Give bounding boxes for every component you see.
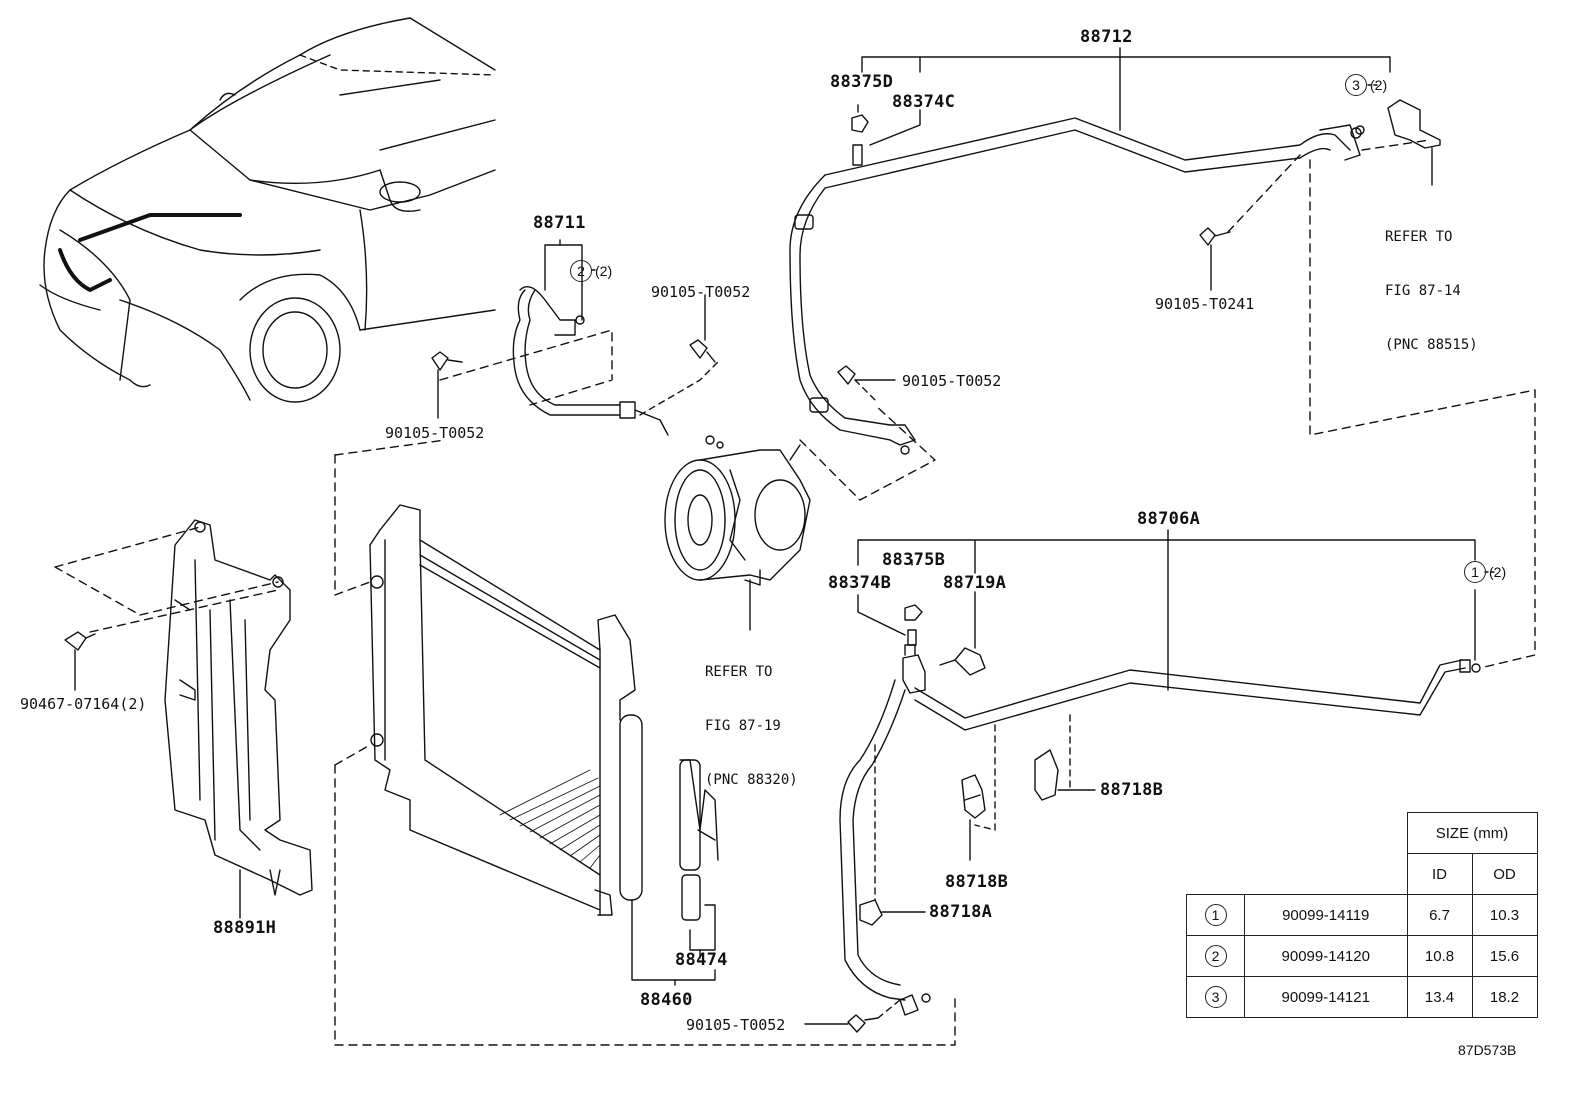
row-number: 2	[1204, 945, 1227, 967]
row-number: 1	[1204, 904, 1227, 926]
row-id: 10.8	[1406, 935, 1473, 977]
row-part: 90099-14119	[1244, 894, 1408, 936]
hose-88711	[512, 286, 669, 436]
callout-number: 2	[570, 260, 592, 282]
row-od: 15.6	[1471, 935, 1538, 977]
row-id: 13.4	[1406, 976, 1473, 1018]
vehicle-outline	[39, 17, 496, 403]
col-id: ID	[1406, 853, 1473, 895]
refer-compressor-line2: FIG 87-19	[705, 718, 781, 734]
label-88891H: 88891H	[213, 918, 277, 938]
label-88712: 88712	[1080, 27, 1133, 47]
size-header: SIZE (mm)	[1406, 812, 1538, 854]
refer-valve-line1: REFER TO	[1385, 229, 1453, 245]
label-90105-T0052-bottom: 90105-T0052	[686, 1016, 786, 1034]
label-88375B: 88375B	[882, 550, 946, 570]
table-row: 2 90099-14120 10.8 15.6	[1186, 935, 1538, 977]
label-88460: 88460	[640, 990, 693, 1010]
pipe-88712	[789, 117, 1361, 455]
refer-compressor-line1: REFER TO	[705, 664, 773, 680]
label-90105-T0241: 90105-T0241	[1155, 295, 1255, 313]
callout-qty: (2)	[1489, 564, 1507, 580]
table-row: 1 90099-14119 6.7 10.3	[1186, 894, 1538, 936]
label-88706A: 88706A	[1137, 509, 1201, 529]
callout-qty: (2)	[1370, 77, 1388, 93]
figure-code: 87D573B	[1458, 1042, 1517, 1058]
label-88375D: 88375D	[830, 72, 894, 92]
callout-2-hose: 2(2)	[570, 260, 612, 282]
condenser-88460	[369, 504, 643, 916]
refer-valve-note: REFER TO FIG 87-14 (PNC 88515)	[1385, 192, 1478, 372]
row-od: 10.3	[1471, 894, 1538, 936]
callout-1-right: 1(2)	[1464, 561, 1506, 583]
label-88718A: 88718A	[929, 902, 993, 922]
label-88718B-right: 88718B	[1100, 780, 1164, 800]
label-90105-T0052-left: 90105-T0052	[385, 424, 485, 442]
label-90105-T0052-right: 90105-T0052	[902, 372, 1002, 390]
callout-3-top: 3(2)	[1345, 74, 1387, 96]
label-88474: 88474	[675, 950, 728, 970]
refer-compressor-note: REFER TO FIG 87-19 (PNC 88320)	[705, 627, 798, 807]
pipe-88706A	[839, 644, 1471, 1001]
label-90105-T0052-center: 90105-T0052	[651, 283, 751, 301]
callout-qty: (2)	[595, 263, 613, 279]
callout-number: 1	[1464, 561, 1486, 583]
refer-valve-line3: (PNC 88515)	[1385, 337, 1478, 353]
refer-valve-line2: FIG 87-14	[1385, 283, 1461, 299]
row-od: 18.2	[1471, 976, 1538, 1018]
col-od: OD	[1471, 853, 1538, 895]
row-part: 90099-14121	[1244, 976, 1408, 1018]
label-88374C: 88374C	[892, 92, 956, 112]
label-88711: 88711	[533, 213, 586, 233]
callout-number: 3	[1345, 74, 1367, 96]
row-number: 3	[1204, 986, 1227, 1008]
refer-compressor-line3: (PNC 88320)	[705, 772, 798, 788]
table-row: 3 90099-14121 13.4 18.2	[1186, 976, 1538, 1018]
label-88718B-left: 88718B	[945, 872, 1009, 892]
label-88719A: 88719A	[943, 573, 1007, 593]
o-ring-size-table: SIZE (mm) ID OD 1 90099-14119 6.7 10.3 2…	[1186, 812, 1538, 1018]
panel-88891H	[164, 519, 313, 896]
row-part: 90099-14120	[1244, 935, 1408, 977]
row-id: 6.7	[1406, 894, 1473, 936]
label-88374B: 88374B	[828, 573, 892, 593]
label-90467-07164: 90467-07164(2)	[20, 695, 147, 713]
compressor	[664, 444, 811, 586]
